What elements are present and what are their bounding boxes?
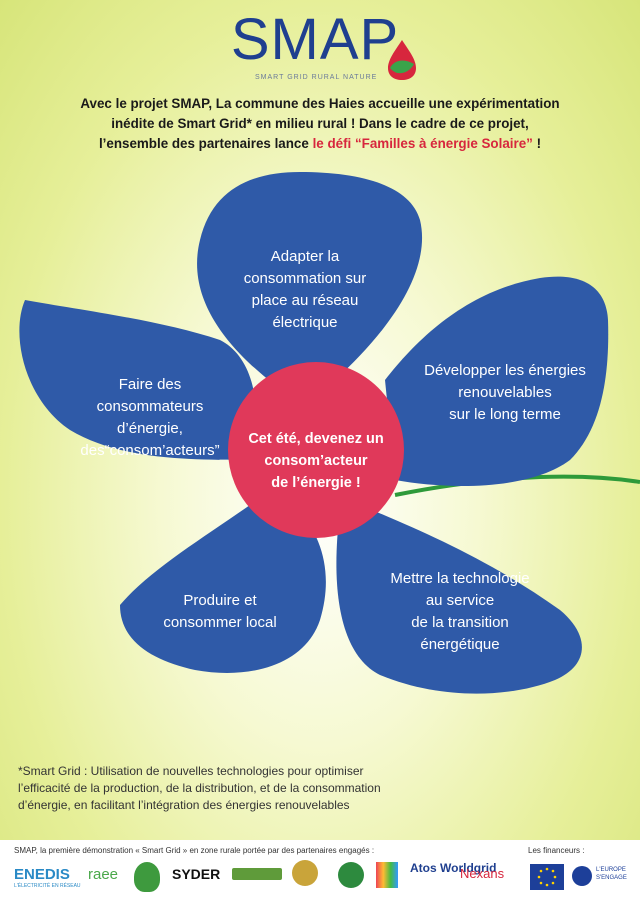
community-logo-icon: [232, 868, 282, 880]
center-line: Cet été, devenez un: [248, 431, 384, 447]
partners-caption: SMAP, la première démonstration « Smart …: [14, 846, 375, 855]
note-line: d’énergie, en facilitant l’intégration d…: [18, 798, 350, 812]
enedis-logo: ENEDIS L'ÉLECTRICITÉ EN RÉSEAU: [14, 866, 81, 889]
intro-line: l’ensemble des partenaires lance le défi…: [40, 134, 600, 154]
enedis-name: ENEDIS: [14, 866, 70, 883]
raee-name: raee: [88, 866, 119, 883]
petal-text-bottom-right: Mettre la technologie au service de la t…: [355, 568, 565, 656]
nexans-name: Nexans: [460, 866, 505, 881]
petal-top: [197, 172, 423, 385]
town-seal-icon: [292, 860, 318, 886]
intro-line3-end: !: [532, 136, 542, 151]
center-call-to-action: Cet été, devenez un consom’acteur de l’é…: [226, 428, 406, 494]
flower-illustration: [19, 172, 640, 694]
challenge-highlight: le défi “Familles à énergie Solaire”: [312, 136, 533, 151]
petal-line: des“consom’acteurs”: [80, 442, 220, 459]
stripes-logo-icon: [376, 862, 398, 888]
smap-logo: SMAP SMART GRID RURAL NATURE: [0, 8, 640, 88]
enedis-subtitle: L'ÉLECTRICITÉ EN RÉSEAU: [14, 883, 81, 889]
petal-line: consommation sur: [243, 270, 367, 287]
petal-bottom-right: [336, 505, 582, 694]
petal-line: sur le long terme: [449, 406, 561, 423]
petal-right: [385, 276, 609, 486]
atos-logo: Atos Worldgrid: [410, 862, 496, 874]
center-line: consom’acteur: [264, 453, 368, 469]
petal-line: consommateurs: [96, 398, 204, 415]
petal-line: Produire et: [183, 592, 257, 609]
note-line: l’efficacité de la production, de la dis…: [18, 781, 381, 795]
petal-text-top: Adapter la consommation sur place au rés…: [205, 246, 405, 334]
logo-tagline: SMART GRID RURAL NATURE: [255, 74, 378, 81]
europe-engage-text: L'EUROPE S'ENGAGE: [596, 867, 627, 881]
center-line: de l’énergie !: [271, 475, 361, 491]
petal-text-right: Développer les énergies renouvelables su…: [405, 360, 605, 426]
petal-line: Mettre la technologie: [390, 570, 530, 587]
petal-line: place au réseau: [251, 292, 359, 309]
nexans-logo: Nexans: [460, 866, 504, 881]
petal-line: énergétique: [420, 636, 500, 653]
flower-center: [228, 362, 404, 538]
green-seal-icon: [338, 862, 364, 888]
petal-line: de la transition: [411, 614, 509, 631]
petal-left: [19, 300, 256, 460]
intro-line3-start: l’ensemble des partenaires lance: [98, 136, 313, 151]
petal-line: d’énergie,: [117, 420, 183, 437]
intro-text: Avec le projet SMAP, La commune des Haie…: [40, 94, 600, 154]
petal-text-left: Faire des consommateurs d’énergie, des“c…: [55, 374, 245, 462]
petal-line: consommer local: [163, 614, 277, 631]
smart-grid-footnote: *Smart Grid : Utilisation de nouvelles t…: [18, 763, 438, 814]
park-logo-icon: [134, 862, 160, 892]
intro-line: inédite de Smart Grid* en milieu rural !…: [111, 116, 529, 131]
partners-footer: SMAP, la première démonstration « Smart …: [0, 840, 640, 906]
petal-line: Développer les énergies: [424, 362, 586, 379]
syder-logo: SYDER: [172, 866, 220, 882]
petal-line: Adapter la: [270, 248, 340, 265]
raee-logo: raee: [88, 866, 118, 883]
petal-line: électrique: [272, 314, 338, 331]
petal-line: renouvelables: [458, 384, 552, 401]
petal-line: au service: [425, 592, 495, 609]
note-line: *Smart Grid : Utilisation de nouvelles t…: [18, 764, 364, 778]
leaf-drop-icon: [388, 40, 416, 80]
atos-name: Atos Worldgrid: [410, 861, 497, 875]
eu-flag-icon: [530, 864, 564, 890]
intro-line: Avec le projet SMAP, La commune des Haie…: [80, 96, 560, 111]
region-seal-icon: [572, 866, 592, 886]
funders-caption: Les financeurs :: [528, 846, 585, 855]
petal-bottom-left: [120, 500, 326, 673]
petal-text-bottom-left: Produire et consommer local: [140, 590, 300, 634]
syder-name: SYDER: [172, 866, 221, 882]
petal-line: Faire des: [118, 376, 182, 393]
logo-text: SMAP: [230, 7, 400, 72]
